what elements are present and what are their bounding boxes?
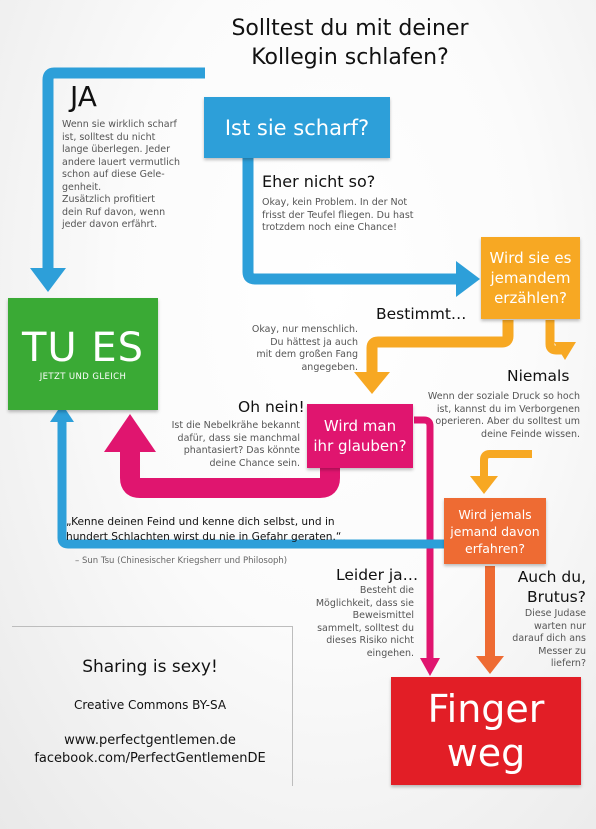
- footer-divider-horizontal: [12, 626, 292, 627]
- arrow-leider: [414, 416, 434, 660]
- footer-divider-vertical: [292, 626, 293, 786]
- node-ist-sie-scharf-label: Ist sie scharf?: [224, 115, 370, 140]
- node-tu-es-sub: JETZT UND GLEICH: [39, 372, 127, 382]
- footer: Sharing is sexy! Creative Commons BY-SA …: [10, 655, 290, 768]
- quote-source: – Sun Tsu (Chinesischer Kriegsherr und P…: [75, 556, 288, 566]
- node-ist-sie-scharf: Ist sie scharf?: [204, 97, 390, 158]
- arrowhead-niemals-top: [554, 342, 576, 360]
- label-leider-ja: Leider ja…: [336, 566, 419, 584]
- arrowhead-bestimmt: [354, 372, 390, 394]
- arrowhead-auch: [476, 656, 504, 674]
- arrow-ja: [42, 67, 205, 270]
- label-bestimmt: Bestimmt…: [376, 305, 467, 323]
- node-finger-weg: Finger weg: [391, 677, 581, 785]
- label-oh-nein: Oh nein!: [238, 398, 305, 416]
- arrow-ohnein: [120, 450, 340, 498]
- footer-license: Creative Commons BY-SA: [73, 698, 227, 712]
- title-line-2: Kollegin schlafen?: [251, 45, 449, 70]
- label-ja: JA: [70, 80, 97, 113]
- label-auch-du-brutus: Auch du, Brutus?: [517, 568, 586, 606]
- page-title: Solltest du mit deiner Kollegin schlafen…: [200, 14, 500, 72]
- footer-sharing: Sharing is sexy!: [82, 657, 218, 677]
- arrowhead-quote: [50, 404, 74, 422]
- node-tu-es-main: TU ES: [21, 325, 145, 371]
- quote: „Kenne deinen Feind und kenne dich selbs…: [66, 515, 446, 545]
- text-ja: Wenn sie wirklich scharf ist, solltest d…: [62, 119, 180, 230]
- node-wird-man-ihr-glauben: Wird man ihr glauben?: [307, 404, 413, 468]
- arrowhead-ohnein: [104, 414, 156, 452]
- footer-facebook-link[interactable]: facebook.com/PerfectGentlemenDE: [34, 751, 266, 766]
- node-wird-sie-es-erzaehlen: Wird sie es jemandem erzählen?: [481, 237, 580, 319]
- arrowhead-eher: [456, 261, 480, 297]
- footer-website-link[interactable]: www.perfectgentlemen.de: [64, 733, 236, 748]
- node-tu-es: TU ES JETZT UND GLEICH: [8, 298, 158, 410]
- text-oh-nein: Ist die Nebelkrähe bekannt dafür, dass s…: [171, 420, 300, 469]
- title-line-1: Solltest du mit deiner: [231, 16, 469, 41]
- text-niemals: Wenn der soziale Druck so hoch ist, kann…: [427, 391, 580, 440]
- quote-line-2: hundert Schlachten wirst du nie in Gefah…: [66, 531, 342, 543]
- arrow-niemals-bottom: [480, 450, 532, 478]
- text-auch-du-brutus: Diese Judase warten nur darauf dich ans …: [512, 608, 586, 669]
- quote-line-1: „Kenne deinen Feind und kenne dich selbs…: [66, 516, 335, 528]
- label-niemals: Niemals: [507, 367, 570, 385]
- node-wird-jemals-erfahren: Wird jemals jemand davon erfahren?: [444, 498, 546, 564]
- arrow-quote: [57, 420, 444, 549]
- label-eher-nicht-so: Eher nicht so?: [262, 172, 376, 191]
- text-leider-ja: Besteht die Möglichkeit, dass sie Beweis…: [315, 585, 414, 659]
- arrowhead-ja: [30, 268, 66, 292]
- arrow-eher: [242, 155, 458, 285]
- arrow-bestimmt: [366, 320, 514, 375]
- arrowhead-niemals-bottom: [470, 476, 498, 494]
- arrowhead-leider: [420, 658, 440, 676]
- text-bestimmt: Okay, nur menschlich. Du hättest ja auch…: [251, 324, 358, 373]
- arrow-niemals-top: [545, 320, 563, 355]
- text-eher-nicht-so: Okay, kein Problem. In der Not frisst de…: [262, 197, 414, 233]
